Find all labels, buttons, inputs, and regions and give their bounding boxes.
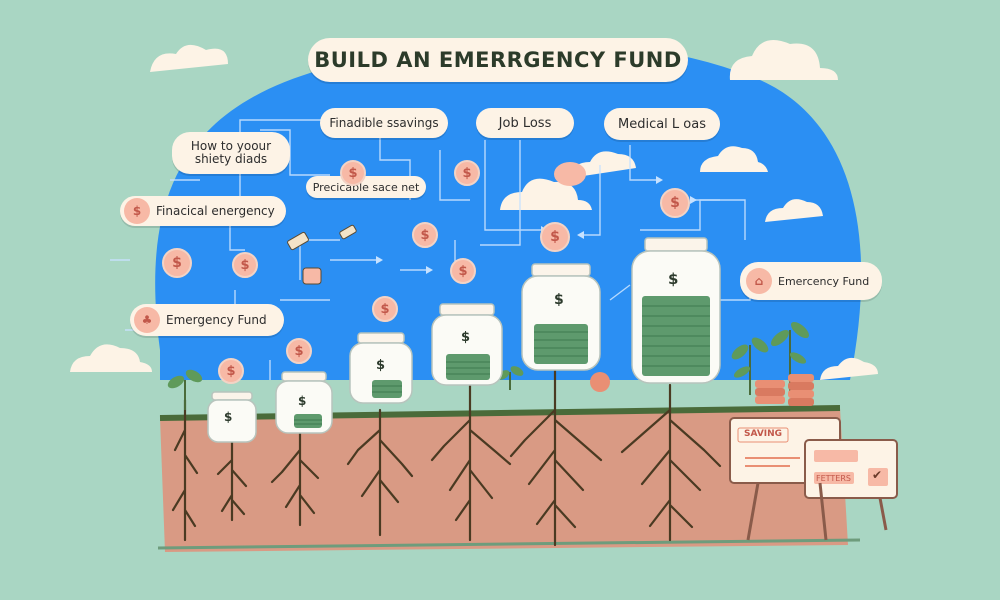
clouds: [70, 40, 878, 380]
label-how-to: How to yoour shiety diads: [172, 132, 290, 174]
coin-icon: $: [286, 338, 312, 364]
coin-icon: $: [450, 258, 476, 284]
coin-icon: $: [372, 296, 398, 322]
label-financial-emergency-text: Finacical energency: [156, 203, 275, 218]
coin-icon: $: [540, 222, 570, 252]
label-job-loss: Job Loss: [476, 108, 574, 138]
page-title: BUILD AN EMERRGENCY FUND: [308, 38, 688, 82]
coin-icon: $: [340, 160, 366, 186]
coin-stacks: [755, 374, 814, 406]
saving-board: [729, 417, 898, 541]
house-icon: ⌂: [746, 268, 772, 294]
jar-6: [631, 237, 721, 384]
small-icons: [287, 162, 610, 392]
jar-5: [521, 263, 601, 371]
plant-icon: ♣: [134, 307, 160, 333]
jar-2-dollar-icon: $: [298, 394, 307, 408]
coin-icon: $: [218, 358, 244, 384]
label-emergency-fund-right-text: Emercency Fund: [778, 274, 870, 288]
coin-icon: $: [162, 248, 192, 278]
jar-3: [349, 332, 413, 404]
roots: [171, 368, 722, 547]
board-status-label: FETTERS: [816, 474, 851, 483]
label-emergency-fund-left: ♣ Emergency Fund: [130, 304, 284, 336]
check-icon: ✔: [872, 468, 883, 482]
coin-icon: $: [232, 252, 258, 278]
jar-1-dollar-icon: $: [224, 410, 233, 424]
jars: [207, 237, 721, 443]
coin-icon: $: [454, 160, 480, 186]
dollar-icon: $: [124, 198, 150, 224]
label-emergency-fund-right: ⌂ Emercency Fund: [740, 262, 882, 300]
jar-3-dollar-icon: $: [376, 358, 386, 373]
soil-block: [160, 408, 848, 552]
jar-5-dollar-icon: $: [554, 292, 564, 308]
label-financial-emergency: $ Finacical energency: [120, 196, 286, 226]
board-saving-label: SAVING: [744, 429, 783, 439]
label-medical-loss: Medical L oas: [604, 108, 720, 140]
coin-icon: $: [412, 222, 438, 248]
label-predictable-safety-net: Precicable sace net: [306, 176, 426, 198]
jar-4-dollar-icon: $: [461, 330, 471, 345]
jar-1: [207, 391, 257, 443]
jar-6-dollar-icon: $: [668, 270, 679, 288]
label-emergency-fund-left-text: Emergency Fund: [166, 312, 267, 327]
coin-icon: $: [660, 188, 690, 218]
label-findable-savings: Finadible ssavings: [320, 108, 448, 138]
